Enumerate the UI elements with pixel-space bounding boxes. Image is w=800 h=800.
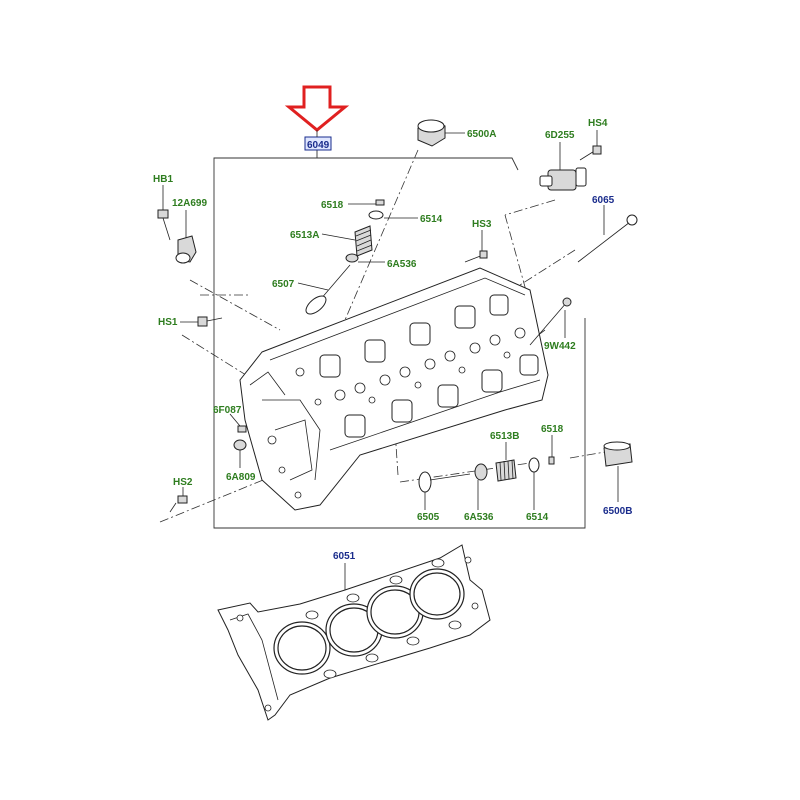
exhaust-valve-6507 [297, 264, 351, 315]
bolt-hs2 [169, 487, 188, 513]
valve-spring-6513b [495, 442, 517, 482]
valve-seat-6a536-bottom [474, 463, 488, 510]
label-hs1: HS1 [158, 317, 178, 328]
label-6507: 6507 [272, 279, 295, 290]
main-part-callout [304, 130, 332, 151]
tappet-6500a [417, 119, 465, 147]
pin-6f087 [229, 413, 247, 433]
label-6051: 6051 [333, 551, 356, 562]
label-6a809: 6A809 [226, 472, 256, 483]
sensor-12a699 [175, 210, 197, 264]
label-hs2: HS2 [173, 477, 193, 488]
label-6065: 6065 [592, 195, 615, 206]
head-gasket [217, 544, 491, 721]
cylinder-head [239, 267, 549, 511]
bolt-hb1 [157, 185, 171, 241]
valve-seal-bottom [528, 457, 540, 510]
bolt-hs1 [180, 316, 223, 327]
label-6500b: 6500B [603, 506, 632, 517]
label-9w442: 9W442 [544, 341, 576, 352]
label-6505: 6505 [417, 512, 440, 523]
label-6049: 6049 [307, 140, 330, 151]
label-hb1: HB1 [153, 174, 173, 185]
valve-spring-6513a [321, 225, 373, 257]
bolt-hs4 [579, 130, 602, 161]
intake-valve-6505 [418, 471, 471, 510]
valve-seat-6a536-top [345, 253, 385, 263]
label-6514-bottom: 6514 [526, 512, 549, 523]
valve-retainer-bottom [548, 435, 555, 465]
bolt-holes [267, 327, 526, 499]
label-6514-top: 6514 [420, 214, 443, 225]
bolt-hs3 [464, 230, 488, 263]
solenoid-6d255 [539, 142, 587, 191]
label-12a699: 12A699 [172, 198, 207, 209]
label-6518-top: 6518 [321, 200, 344, 211]
label-hs4: HS4 [588, 118, 608, 129]
label-6d255: 6D255 [545, 130, 575, 141]
label-hs3: HS3 [472, 219, 492, 230]
gasket-cylinder-bores [273, 568, 465, 675]
valve-seal-top [368, 210, 418, 220]
label-6f087: 6F087 [213, 405, 242, 416]
label-6518-bottom: 6518 [541, 424, 564, 435]
tappet-6500b [603, 441, 633, 502]
dowel-6a809 [233, 439, 247, 468]
stud-9w442 [529, 297, 572, 346]
part-labels: 6049 6500A 6D255 HS4 6518 6514 6513A 6A5… [153, 118, 632, 562]
label-6500a: 6500A [467, 129, 496, 140]
gasket-ports [236, 556, 479, 712]
label-6513b: 6513B [490, 431, 519, 442]
valve-retainer-top [348, 199, 385, 206]
label-6a536-top: 6A536 [387, 259, 417, 270]
label-6513a: 6513A [290, 230, 319, 241]
label-6a536-bottom: 6A536 [464, 512, 494, 523]
red-down-arrow-icon [284, 85, 350, 132]
assembly-frame [213, 150, 586, 529]
bolt-6065 [577, 205, 638, 263]
camshaft-bearing-caps [319, 294, 539, 438]
